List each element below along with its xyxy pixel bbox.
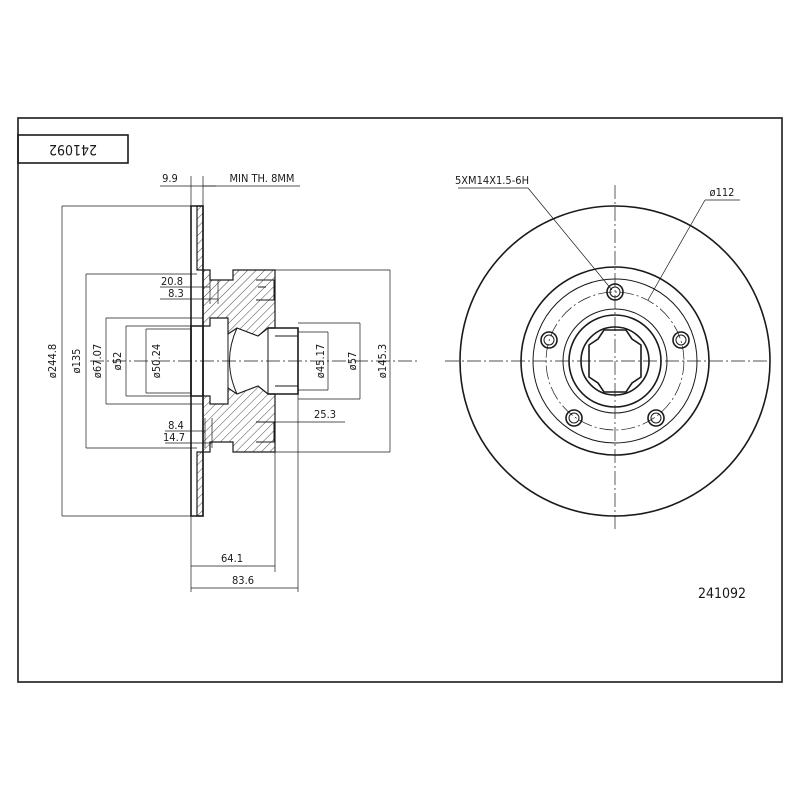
dim-83-6: 83.6 — [232, 574, 254, 587]
bolt-hole — [647, 409, 665, 427]
part-number-mirrored: 241092 — [49, 141, 97, 157]
bolt-hole — [672, 331, 690, 349]
front-view: 5XM14X1.5-6H ø112 — [445, 174, 771, 530]
title-box: 241092 — [17, 134, 129, 164]
center-bore — [588, 329, 642, 393]
dim-67-07: ø67.07 — [91, 344, 104, 378]
drawing-frame — [17, 117, 783, 683]
dim-9-9: 9.9 — [162, 172, 178, 185]
dim-20-8: 20.8 — [161, 275, 183, 288]
bolt-hole — [606, 283, 624, 301]
dim-57: ø57 — [346, 352, 359, 371]
dim-25-3: 25.3 — [314, 408, 336, 421]
hub-section-upper — [196, 205, 276, 337]
note-bolt-thread: 5XM14X1.5-6H — [455, 174, 529, 187]
section-view: ø244.8 ø135 ø67.07 ø52 ø50.24 ø45.17 ø57 — [46, 172, 420, 592]
note-pcd: ø112 — [710, 186, 735, 199]
disc-outer — [459, 205, 771, 517]
bolt-hole — [540, 331, 558, 349]
dim-8-3: 8.3 — [168, 287, 184, 300]
dim-135: ø135 — [70, 349, 83, 374]
dim-45-17: ø45.17 — [314, 344, 327, 378]
dim-145-3: ø145.3 — [376, 344, 389, 378]
hub-section-lower — [196, 385, 276, 517]
dim-52: ø52 — [111, 352, 124, 371]
dim-8-4: 8.4 — [168, 419, 184, 432]
dim-244-8: ø244.8 — [46, 344, 59, 378]
dim-50-24: ø50.24 — [150, 344, 163, 378]
part-number: 241092 — [698, 586, 746, 602]
bolt-hole — [565, 409, 583, 427]
dim-14-7: 14.7 — [163, 431, 185, 444]
dim-64-1: 64.1 — [221, 552, 243, 565]
note-min-thickness: MIN TH. 8MM — [230, 172, 295, 185]
